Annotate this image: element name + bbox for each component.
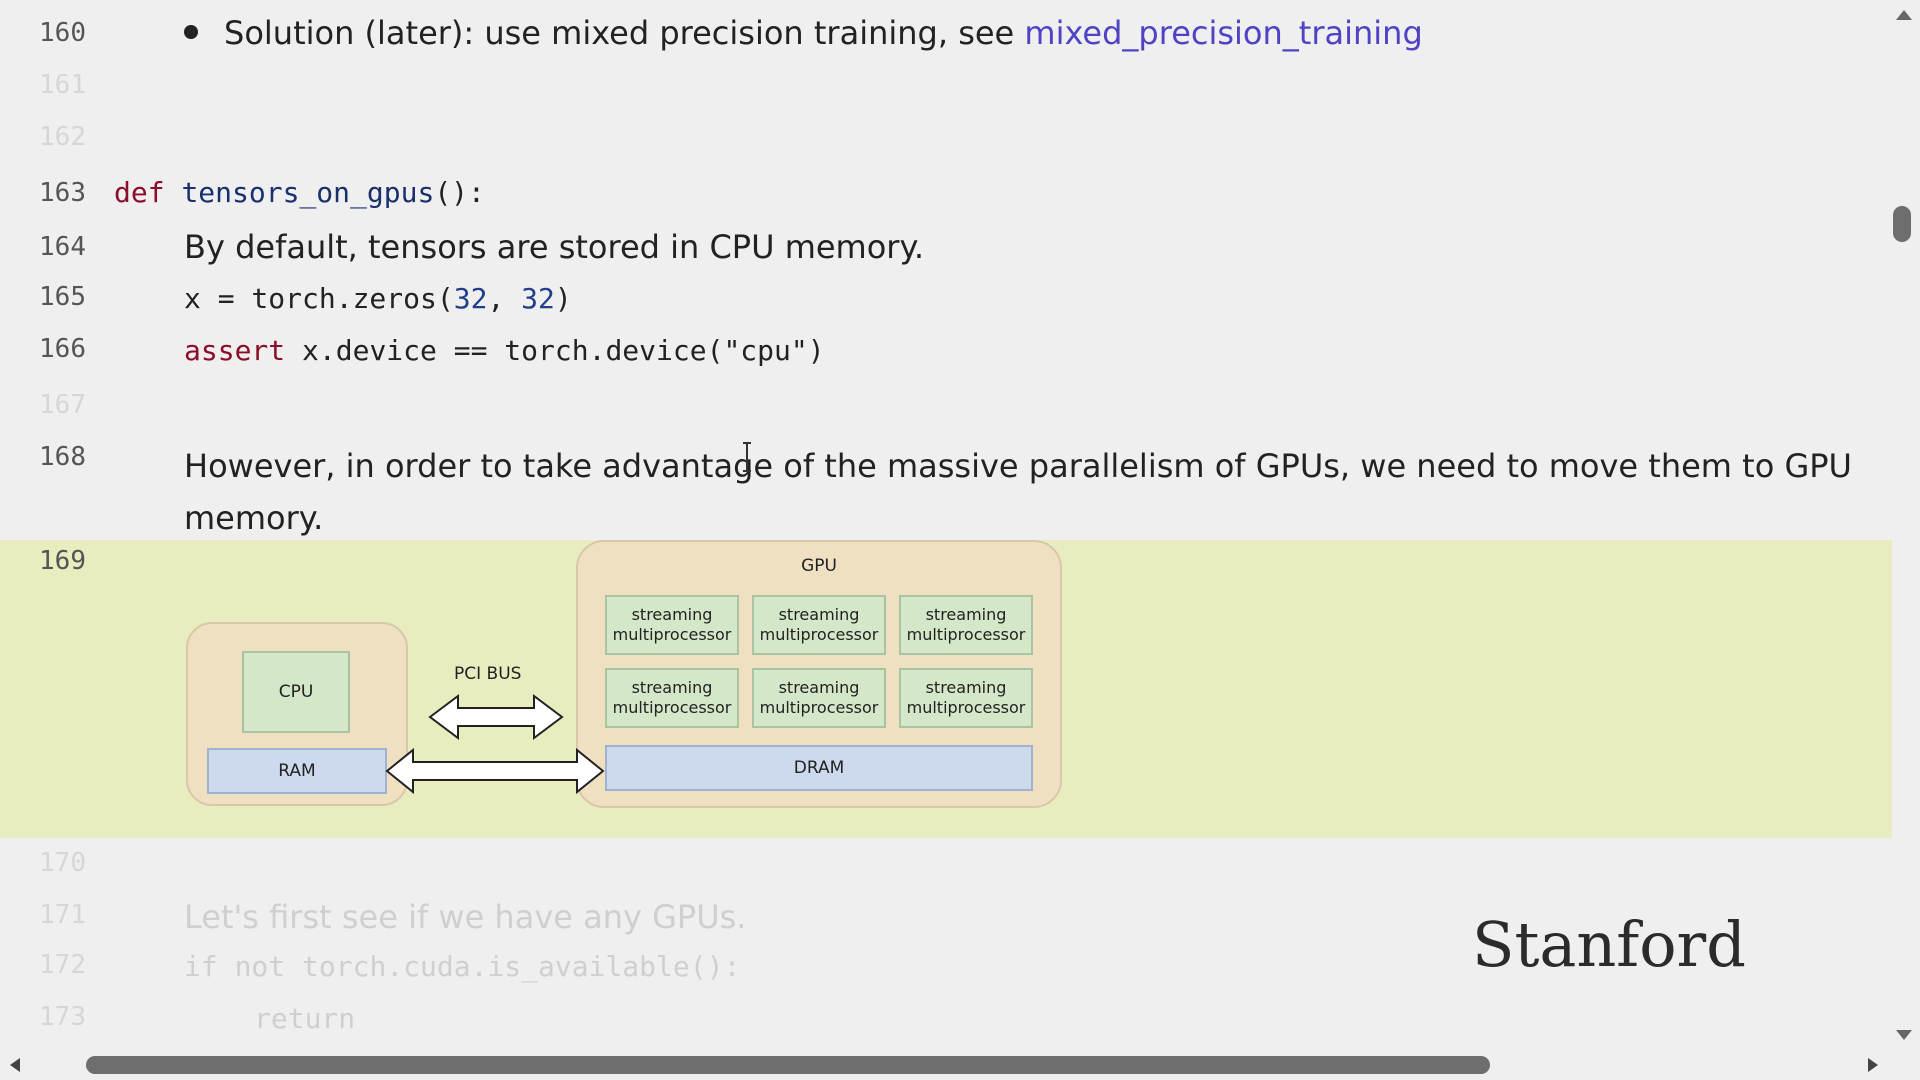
prose-text: Let's first see if we have any GPUs.	[184, 898, 747, 936]
stanford-watermark: Stanford	[1472, 908, 1746, 981]
memory-transfer-arrow	[385, 747, 605, 795]
line-number: 169	[39, 546, 86, 576]
scroll-down-arrow-icon[interactable]	[1896, 1030, 1912, 1040]
line-number: 173	[39, 1002, 86, 1032]
line-number: 162	[39, 122, 86, 152]
pci-bus-label: PCI BUS	[454, 664, 522, 684]
line-number: 168	[39, 442, 86, 472]
line-number: 171	[39, 900, 86, 930]
function-definition: def tensors_on_gpus():	[114, 176, 485, 209]
line-number: 167	[39, 390, 86, 420]
horizontal-scrollbar-thumb[interactable]	[86, 1056, 1490, 1074]
code-statement: x = torch.zeros(32, 32)	[184, 282, 572, 315]
line-number: 164	[39, 232, 86, 262]
line-number: 160	[39, 18, 86, 48]
line-number: 166	[39, 334, 86, 364]
line-number: 165	[39, 282, 86, 312]
dram-box: DRAM	[605, 745, 1033, 791]
assert-keyword: assert	[184, 334, 286, 367]
function-name: tensors_on_gpus	[181, 176, 435, 209]
text-cursor-icon	[743, 442, 751, 472]
scroll-up-arrow-icon[interactable]	[1896, 10, 1912, 20]
line-number: 161	[39, 70, 86, 100]
cpu-box: CPU	[242, 651, 350, 733]
prose-text: However, in order to take advantage of t…	[184, 447, 1852, 537]
assert-statement: assert x.device == torch.device("cpu")	[184, 334, 825, 367]
vertical-scrollbar-thumb[interactable]	[1893, 206, 1911, 242]
line-number: 170	[39, 848, 86, 878]
bullet-text: Solution (later): use mixed precision tr…	[184, 14, 1423, 52]
bullet-icon	[184, 25, 198, 39]
gpu-label: GPU	[801, 556, 837, 576]
pci-bus-arrow	[428, 694, 564, 740]
ram-box: RAM	[207, 748, 387, 794]
line-number: 172	[39, 950, 86, 980]
if-statement: if not torch.cuda.is_available():	[184, 950, 741, 983]
prose-text: By default, tensors are stored in CPU me…	[184, 228, 924, 266]
return-statement: return	[254, 1002, 356, 1035]
line-number: 163	[39, 178, 86, 208]
scroll-right-arrow-icon[interactable]	[1868, 1058, 1878, 1072]
mixed-precision-link[interactable]: mixed_precision_training	[1024, 14, 1423, 52]
scroll-left-arrow-icon[interactable]	[10, 1058, 20, 1072]
def-keyword: def	[114, 176, 165, 209]
